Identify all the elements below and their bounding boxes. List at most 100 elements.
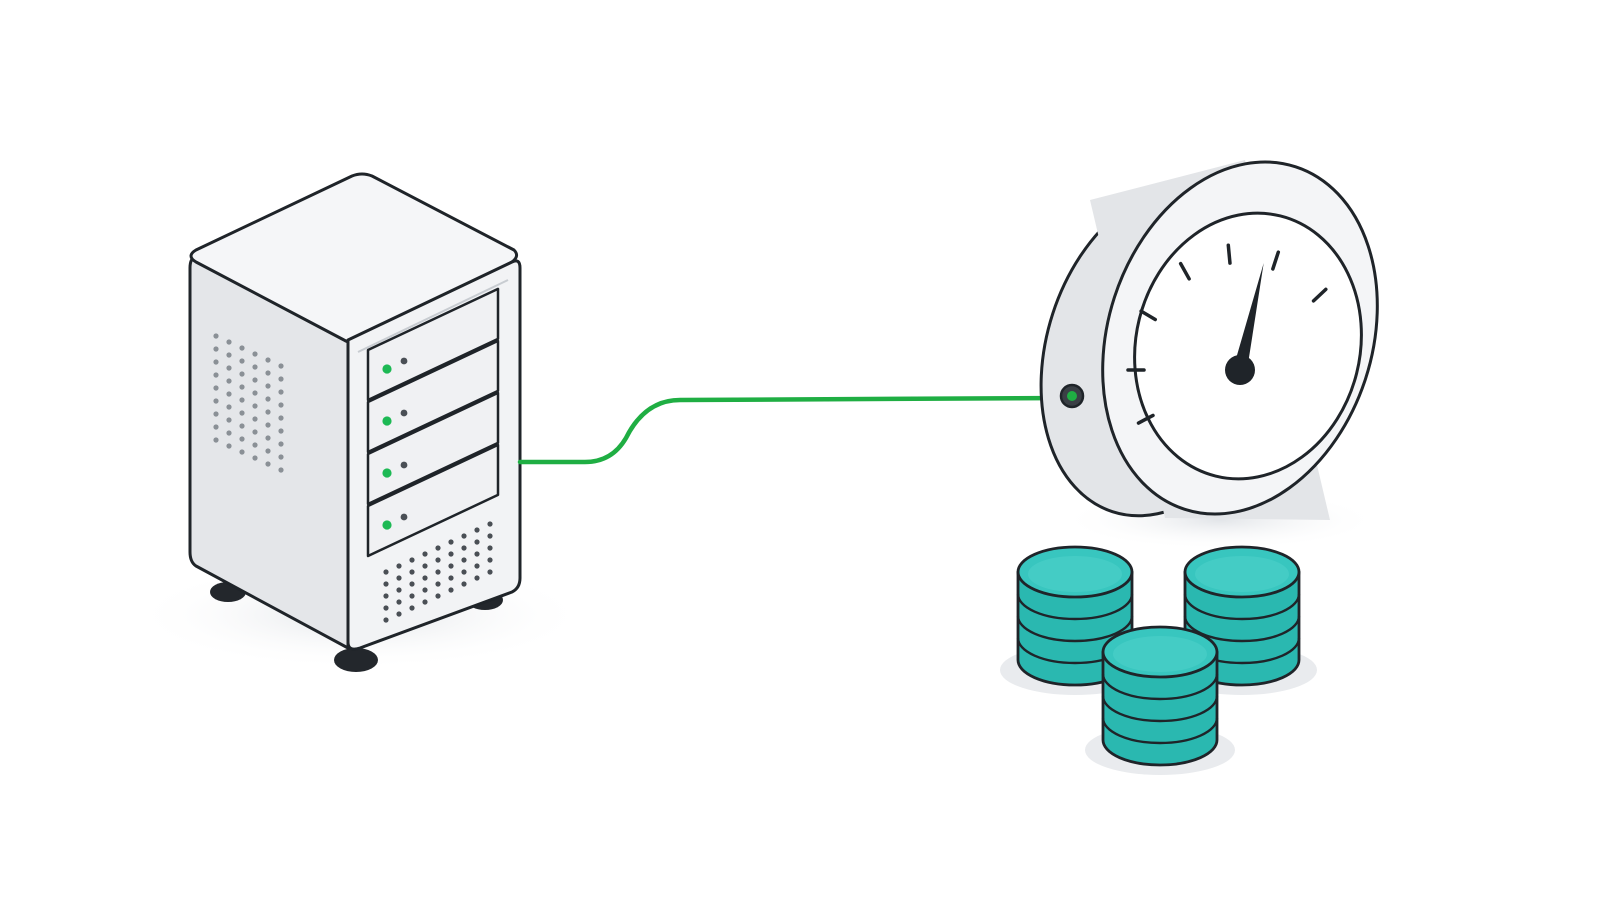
vent-dot [487, 533, 493, 539]
vent-dot [448, 587, 454, 593]
vent-dot [422, 587, 428, 593]
gauge-needle-hub [1225, 355, 1255, 385]
vent-dot [239, 410, 245, 416]
vent-dot [474, 575, 480, 581]
vent-dot [461, 557, 467, 563]
vent-dot [252, 429, 258, 435]
vent-dot [422, 575, 428, 581]
vent-dot [383, 605, 389, 611]
server-drive-bays [366, 287, 500, 558]
vent-dot [226, 365, 232, 371]
activity-led [400, 409, 408, 417]
vent-dot [448, 563, 454, 569]
drive-bay [366, 287, 500, 402]
vent-dot [461, 533, 467, 539]
status-led [382, 468, 392, 478]
vent-dot [396, 599, 402, 605]
vent-dot [278, 376, 284, 382]
stack-top-highlight [1195, 556, 1289, 592]
vent-dot [278, 467, 284, 473]
gauge-needle [1225, 263, 1264, 385]
gauge-tick [1226, 243, 1232, 265]
gauge-tick [1139, 309, 1157, 322]
vent-dot [396, 575, 402, 581]
vent-dot [265, 435, 271, 441]
activity-led [400, 513, 408, 521]
vent-dot [252, 403, 258, 409]
gauge-tick [1271, 250, 1281, 271]
vent-dot [278, 363, 284, 369]
drive-bay [366, 339, 500, 454]
gauge-ticks [1126, 243, 1328, 425]
vent-dot [474, 539, 480, 545]
vent-dot [422, 551, 428, 557]
vent-dot [252, 377, 258, 383]
vent-dot [448, 575, 454, 581]
vent-dot [422, 599, 428, 605]
vent-dot [252, 455, 258, 461]
disk-separator [1101, 717, 1219, 745]
disk-separator [1183, 615, 1301, 643]
vent-dot [239, 423, 245, 429]
vent-dot [383, 617, 389, 623]
vent-dot [213, 372, 219, 378]
server-front-vent [383, 521, 493, 623]
vent-dot [409, 605, 415, 611]
vent-dot [487, 521, 493, 527]
vent-dot [435, 557, 441, 563]
vent-dot [448, 539, 454, 545]
server-tower-icon [130, 172, 590, 672]
vent-dot [278, 441, 284, 447]
disk-separator [1016, 593, 1134, 621]
vent-dot [239, 345, 245, 351]
gauge-tick [1136, 413, 1155, 425]
vent-dot [278, 428, 284, 434]
vent-dot [226, 417, 232, 423]
status-led [382, 364, 392, 374]
vent-dot [213, 333, 219, 339]
speedometer-icon [1039, 160, 1380, 550]
stack-top-highlight [1028, 556, 1122, 592]
gauge-needle-pointer [1233, 263, 1264, 372]
vent-dot [409, 569, 415, 575]
vent-dot [226, 391, 232, 397]
stack-top-highlight [1113, 636, 1207, 672]
vent-dot [213, 424, 219, 430]
vent-dot [239, 397, 245, 403]
vent-dot [396, 587, 402, 593]
vent-dot [226, 443, 232, 449]
vent-dot [278, 415, 284, 421]
vent-dot [252, 364, 258, 370]
vent-dot [265, 448, 271, 454]
vent-dot [487, 557, 493, 563]
vent-dot [265, 357, 271, 363]
vent-dot [474, 527, 480, 533]
activity-led [400, 357, 408, 365]
vent-dot [213, 398, 219, 404]
vent-dot [265, 396, 271, 402]
vent-dot [448, 551, 454, 557]
vent-dot [252, 442, 258, 448]
status-led [382, 416, 392, 426]
stack-body [1101, 650, 1219, 767]
vent-dot [213, 385, 219, 391]
disk-separator [1016, 615, 1134, 643]
vent-dot [239, 358, 245, 364]
vent-dot [461, 581, 467, 587]
status-led [382, 520, 392, 530]
vent-dot [409, 581, 415, 587]
vent-dot [278, 454, 284, 460]
vent-dot [239, 449, 245, 455]
vent-dot [409, 557, 415, 563]
vent-dot [435, 569, 441, 575]
vent-dot [213, 359, 219, 365]
database-stack [1085, 625, 1235, 775]
vent-dot [226, 430, 232, 436]
vent-dot [422, 563, 428, 569]
vent-dot [239, 371, 245, 377]
vent-dot [383, 593, 389, 599]
vent-dot [226, 352, 232, 358]
vent-dot [461, 569, 467, 575]
vent-dot [409, 593, 415, 599]
